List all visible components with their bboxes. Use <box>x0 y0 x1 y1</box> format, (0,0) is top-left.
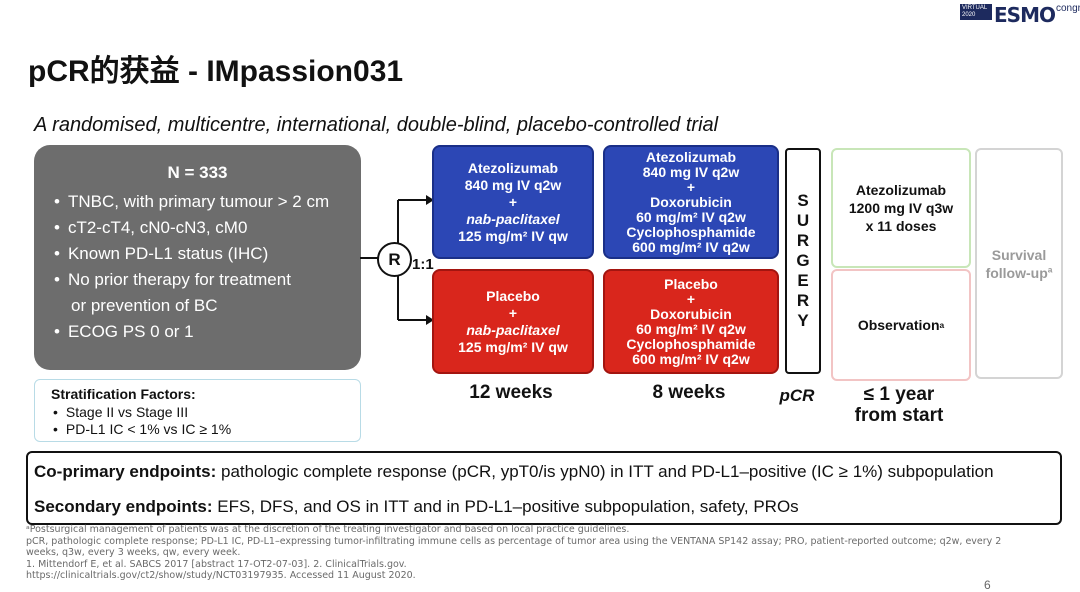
pcr-label: pCR <box>779 386 815 405</box>
dose: 840 mg IV q2w <box>464 176 562 193</box>
drug-name: Atezolizumab <box>645 148 737 165</box>
secondary-endpoints-text: EFS, DFS, and OS in ITT and in PD-L1–pos… <box>212 497 799 516</box>
arrowhead-atezo <box>426 195 434 205</box>
drug-name: Cyclophosphamide <box>626 335 756 352</box>
drug-name: nab-paclitaxel <box>466 210 560 227</box>
dose: 60 mg/m² IV q2w <box>636 320 746 337</box>
surgery-column: S U R G E R Y <box>785 148 821 374</box>
surgery-letter: G <box>796 251 810 270</box>
survival-followup-box: Survival follow-upa <box>975 148 1063 379</box>
dose: 600 mg/m² IV q2w <box>632 350 750 367</box>
footnote-line: ᵃPostsurgical management of patients was… <box>26 524 630 535</box>
secondary-endpoints: Secondary endpoints: EFS, DFS, and OS in… <box>34 497 799 517</box>
duration-phase2: 8 weeks <box>652 382 726 403</box>
atezo-neoadjuvant-phase1: Atezolizumab 840 mg IV q2w + nab-paclita… <box>432 145 594 259</box>
eligibility-item: ECOG PS 0 or 1 <box>54 319 329 345</box>
footnote-line: weeks, q3w, every 3 weeks, qw, every wee… <box>26 547 241 558</box>
population-panel: N = 333 TNBC, with primary tumour > 2 cm… <box>34 145 361 370</box>
page-number: 6 <box>984 578 991 592</box>
sample-size: N = 333 <box>167 163 228 182</box>
drug-name: Atezolizumab <box>855 182 947 198</box>
slide-title: pCR的获益 - IMpassion031 <box>28 55 404 88</box>
duration-phase1: 12 weeks <box>469 382 553 403</box>
esmo-wordmark: ESMO <box>994 3 1056 27</box>
placebo-neoadjuvant-phase2: Placebo + Doxorubicin 60 mg/m² IV q2w Cy… <box>603 269 779 374</box>
slide-subtitle: A randomised, multicentre, international… <box>34 114 719 136</box>
footnote-marker: a <box>1047 263 1053 274</box>
stratification-list: Stage II vs Stage III PD-L1 IC < 1% vs I… <box>53 404 231 438</box>
drug-name: Cyclophosphamide <box>626 223 756 240</box>
placebo-neoadjuvant-phase1: Placebo + nab-paclitaxel 125 mg/m² IV qw <box>432 269 594 374</box>
randomization-ratio: 1:1 <box>412 256 434 273</box>
footnote-line: pCR, pathologic complete response; PD-L1… <box>26 535 1002 547</box>
observation-label: Observation <box>857 317 940 333</box>
drug-name: Doxorubicin <box>650 305 732 322</box>
congress-label: congress <box>1055 3 1080 14</box>
endpoints-box: Co-primary endpoints: pathologic complet… <box>26 451 1062 525</box>
surgery-letter: R <box>796 231 810 250</box>
randomization-circle: R <box>377 242 412 277</box>
primary-endpoints: Co-primary endpoints: pathologic complet… <box>34 462 994 482</box>
eligibility-item: TNBC, with primary tumour > 2 cm <box>54 189 329 215</box>
surgery-letter: U <box>796 211 810 230</box>
plus-sign: + <box>508 304 518 321</box>
stratification-box: Stratification Factors: Stage II vs Stag… <box>34 379 361 442</box>
eligibility-item: Known PD-L1 status (IHC) <box>54 241 329 267</box>
dose: 60 mg/m² IV q2w <box>636 208 746 225</box>
eligibility-list: TNBC, with primary tumour > 2 cm cT2-cT4… <box>54 189 329 345</box>
plus-sign: + <box>508 193 518 210</box>
eligibility-item-continued: or prevention of BC <box>71 296 218 315</box>
surgery-letter: E <box>797 271 809 290</box>
dose: 125 mg/m² IV qw <box>458 227 568 244</box>
dose: 125 mg/m² IV qw <box>458 338 568 355</box>
stratification-heading: Stratification Factors: <box>51 386 196 402</box>
dose: 840 mg IV q2w <box>642 163 740 180</box>
eligibility-item: No prior therapy for treatment <box>54 267 329 293</box>
drug-name: nab-paclitaxel <box>466 321 560 338</box>
followup-label: follow-up <box>985 264 1048 281</box>
dose: 1200 mg IV q3w <box>848 200 954 216</box>
footnote-line: https://clinicaltrials.gov/ct2/show/stud… <box>26 570 416 581</box>
primary-endpoints-text: pathologic complete response (pCR, ypT0/… <box>216 462 994 481</box>
dose: 600 mg/m² IV q2w <box>632 238 750 255</box>
primary-endpoints-label: Co-primary endpoints: <box>34 462 217 481</box>
footnotes: ᵃPostsurgical management of patients was… <box>26 524 1046 582</box>
footnote-line: 1. Mittendorf E, et al. SABCS 2017 [abst… <box>26 558 407 570</box>
plus-sign: + <box>686 178 696 195</box>
drug-name: Placebo <box>664 275 718 292</box>
surgery-letter: Y <box>797 311 809 330</box>
stratification-item: Stage II vs Stage III <box>53 404 231 421</box>
duration-year-line2: from start <box>854 405 944 426</box>
esmo-logo: VIRTUAL 2020 ESMO congress <box>960 4 1080 26</box>
drug-name: Atezolizumab <box>467 159 559 176</box>
survival-label: Survival <box>991 246 1047 263</box>
atezo-neoadjuvant-phase2: Atezolizumab 840 mg IV q2w + Doxorubicin… <box>603 145 779 259</box>
randomization-connectors <box>360 195 434 325</box>
plus-sign: + <box>686 290 696 307</box>
eligibility-item: cT2-cT4, cN0-cN3, cM0 <box>54 215 329 241</box>
adjuvant-atezo-box: Atezolizumab 1200 mg IV q3w x 11 doses <box>831 148 971 268</box>
stratification-item: PD-L1 IC < 1% vs IC ≥ 1% <box>53 421 231 438</box>
surgery-letter: R <box>796 291 810 310</box>
secondary-endpoints-label: Secondary endpoints: <box>34 497 213 516</box>
surgery-letter: S <box>797 191 809 210</box>
virtual-2020-badge: VIRTUAL 2020 <box>960 4 992 20</box>
dose-count: x 11 doses <box>865 218 937 234</box>
duration-year-line1: ≤ 1 year <box>863 384 935 405</box>
arrowhead-placebo <box>426 315 434 325</box>
drug-name: Doxorubicin <box>650 193 732 210</box>
drug-name: Placebo <box>486 287 540 304</box>
